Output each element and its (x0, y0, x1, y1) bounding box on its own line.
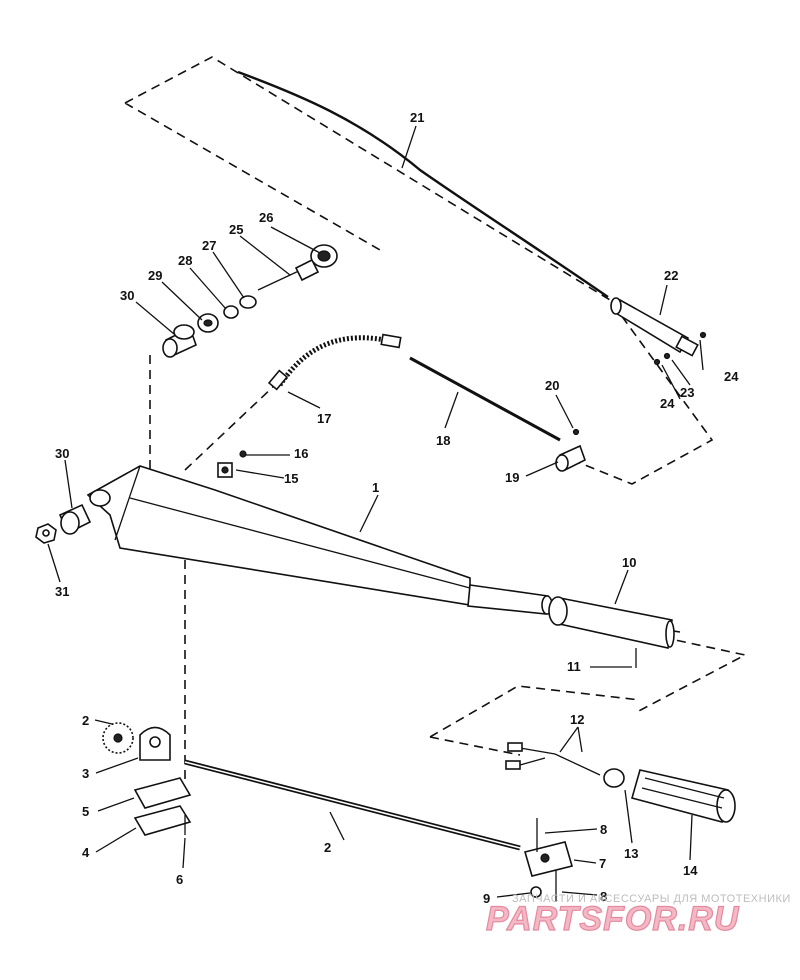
watermark-brand: PARTSFOR.RU (486, 900, 740, 938)
screw-part (653, 331, 707, 366)
callout-23: 23 (680, 385, 694, 400)
bracket-part (139, 726, 171, 761)
callout-25: 25 (229, 222, 243, 237)
twist-grip-group-outline (429, 685, 641, 756)
upper-bushing-part (162, 324, 197, 358)
pivot-bolt-part (257, 258, 320, 291)
assembly-line-cable (184, 384, 276, 471)
bushing-part (310, 244, 338, 268)
leader-lines (47, 125, 704, 898)
callout-17: 17 (317, 411, 331, 426)
callout-21: 21 (410, 110, 424, 125)
shaft-clamp-part (523, 818, 574, 902)
callout-12: 12 (570, 712, 584, 727)
callout-18: 18 (436, 433, 450, 448)
callout-14: 14 (683, 863, 698, 878)
callout-3: 3 (82, 766, 89, 781)
callout-30-upper: 30 (120, 288, 134, 303)
gear-part (102, 722, 134, 754)
callout-10: 10 (622, 555, 636, 570)
tiller-arm (86, 465, 553, 615)
callout-11: 11 (567, 659, 581, 674)
lower-bushing-part (58, 503, 92, 535)
callout-2-shaft: 2 (324, 840, 331, 855)
callout-19: 19 (505, 470, 519, 485)
cable-group-outline (124, 56, 714, 485)
callout-9: 9 (483, 891, 490, 906)
callout-24-left: 24 (660, 396, 675, 411)
callout-22: 22 (664, 268, 678, 283)
grip-adapter-part (603, 768, 625, 788)
control-cable (237, 70, 609, 298)
callout-7: 7 (599, 856, 606, 871)
callout-5: 5 (82, 804, 89, 819)
callout-28: 28 (178, 253, 192, 268)
nut-part (35, 523, 57, 544)
flex-cable (277, 335, 386, 387)
callout-31: 31 (55, 584, 69, 599)
clip-part (217, 450, 247, 478)
shift-rod (409, 356, 561, 442)
spacer-part (197, 313, 219, 333)
watermark-tagline: ЗАПЧАСТИ И АКСЕССУАРЫ ДЛЯ МОТОТЕХНИКИ (512, 893, 791, 905)
callout-26: 26 (259, 210, 273, 225)
callout-16: 16 (294, 446, 308, 461)
callout-8-bottom: 8 (600, 889, 607, 904)
callout-20: 20 (545, 378, 559, 393)
rod-end-part (555, 428, 586, 472)
grip-sleeve-part (548, 596, 675, 649)
callout-8-top: 8 (600, 822, 607, 837)
wire-harness-part (505, 742, 601, 776)
callout-27: 27 (202, 238, 216, 253)
callout-1: 1 (372, 480, 379, 495)
plate-part (133, 777, 192, 836)
cable-end-part (610, 297, 699, 357)
main-shaft-highlight (184, 761, 521, 849)
callout-13: 13 (624, 846, 638, 861)
twist-grip-part (631, 769, 736, 823)
washer-part (223, 295, 257, 319)
callout-24-right: 24 (724, 369, 739, 384)
callout-30-lower: 30 (55, 446, 69, 461)
callout-4: 4 (82, 845, 90, 860)
callout-6: 6 (176, 872, 183, 887)
flex-cable-ferrule (267, 369, 289, 391)
flex-cable-end (380, 333, 402, 349)
callout-29: 29 (148, 268, 162, 283)
callout-15: 15 (284, 471, 298, 486)
callout-2-gear: 2 (82, 713, 89, 728)
